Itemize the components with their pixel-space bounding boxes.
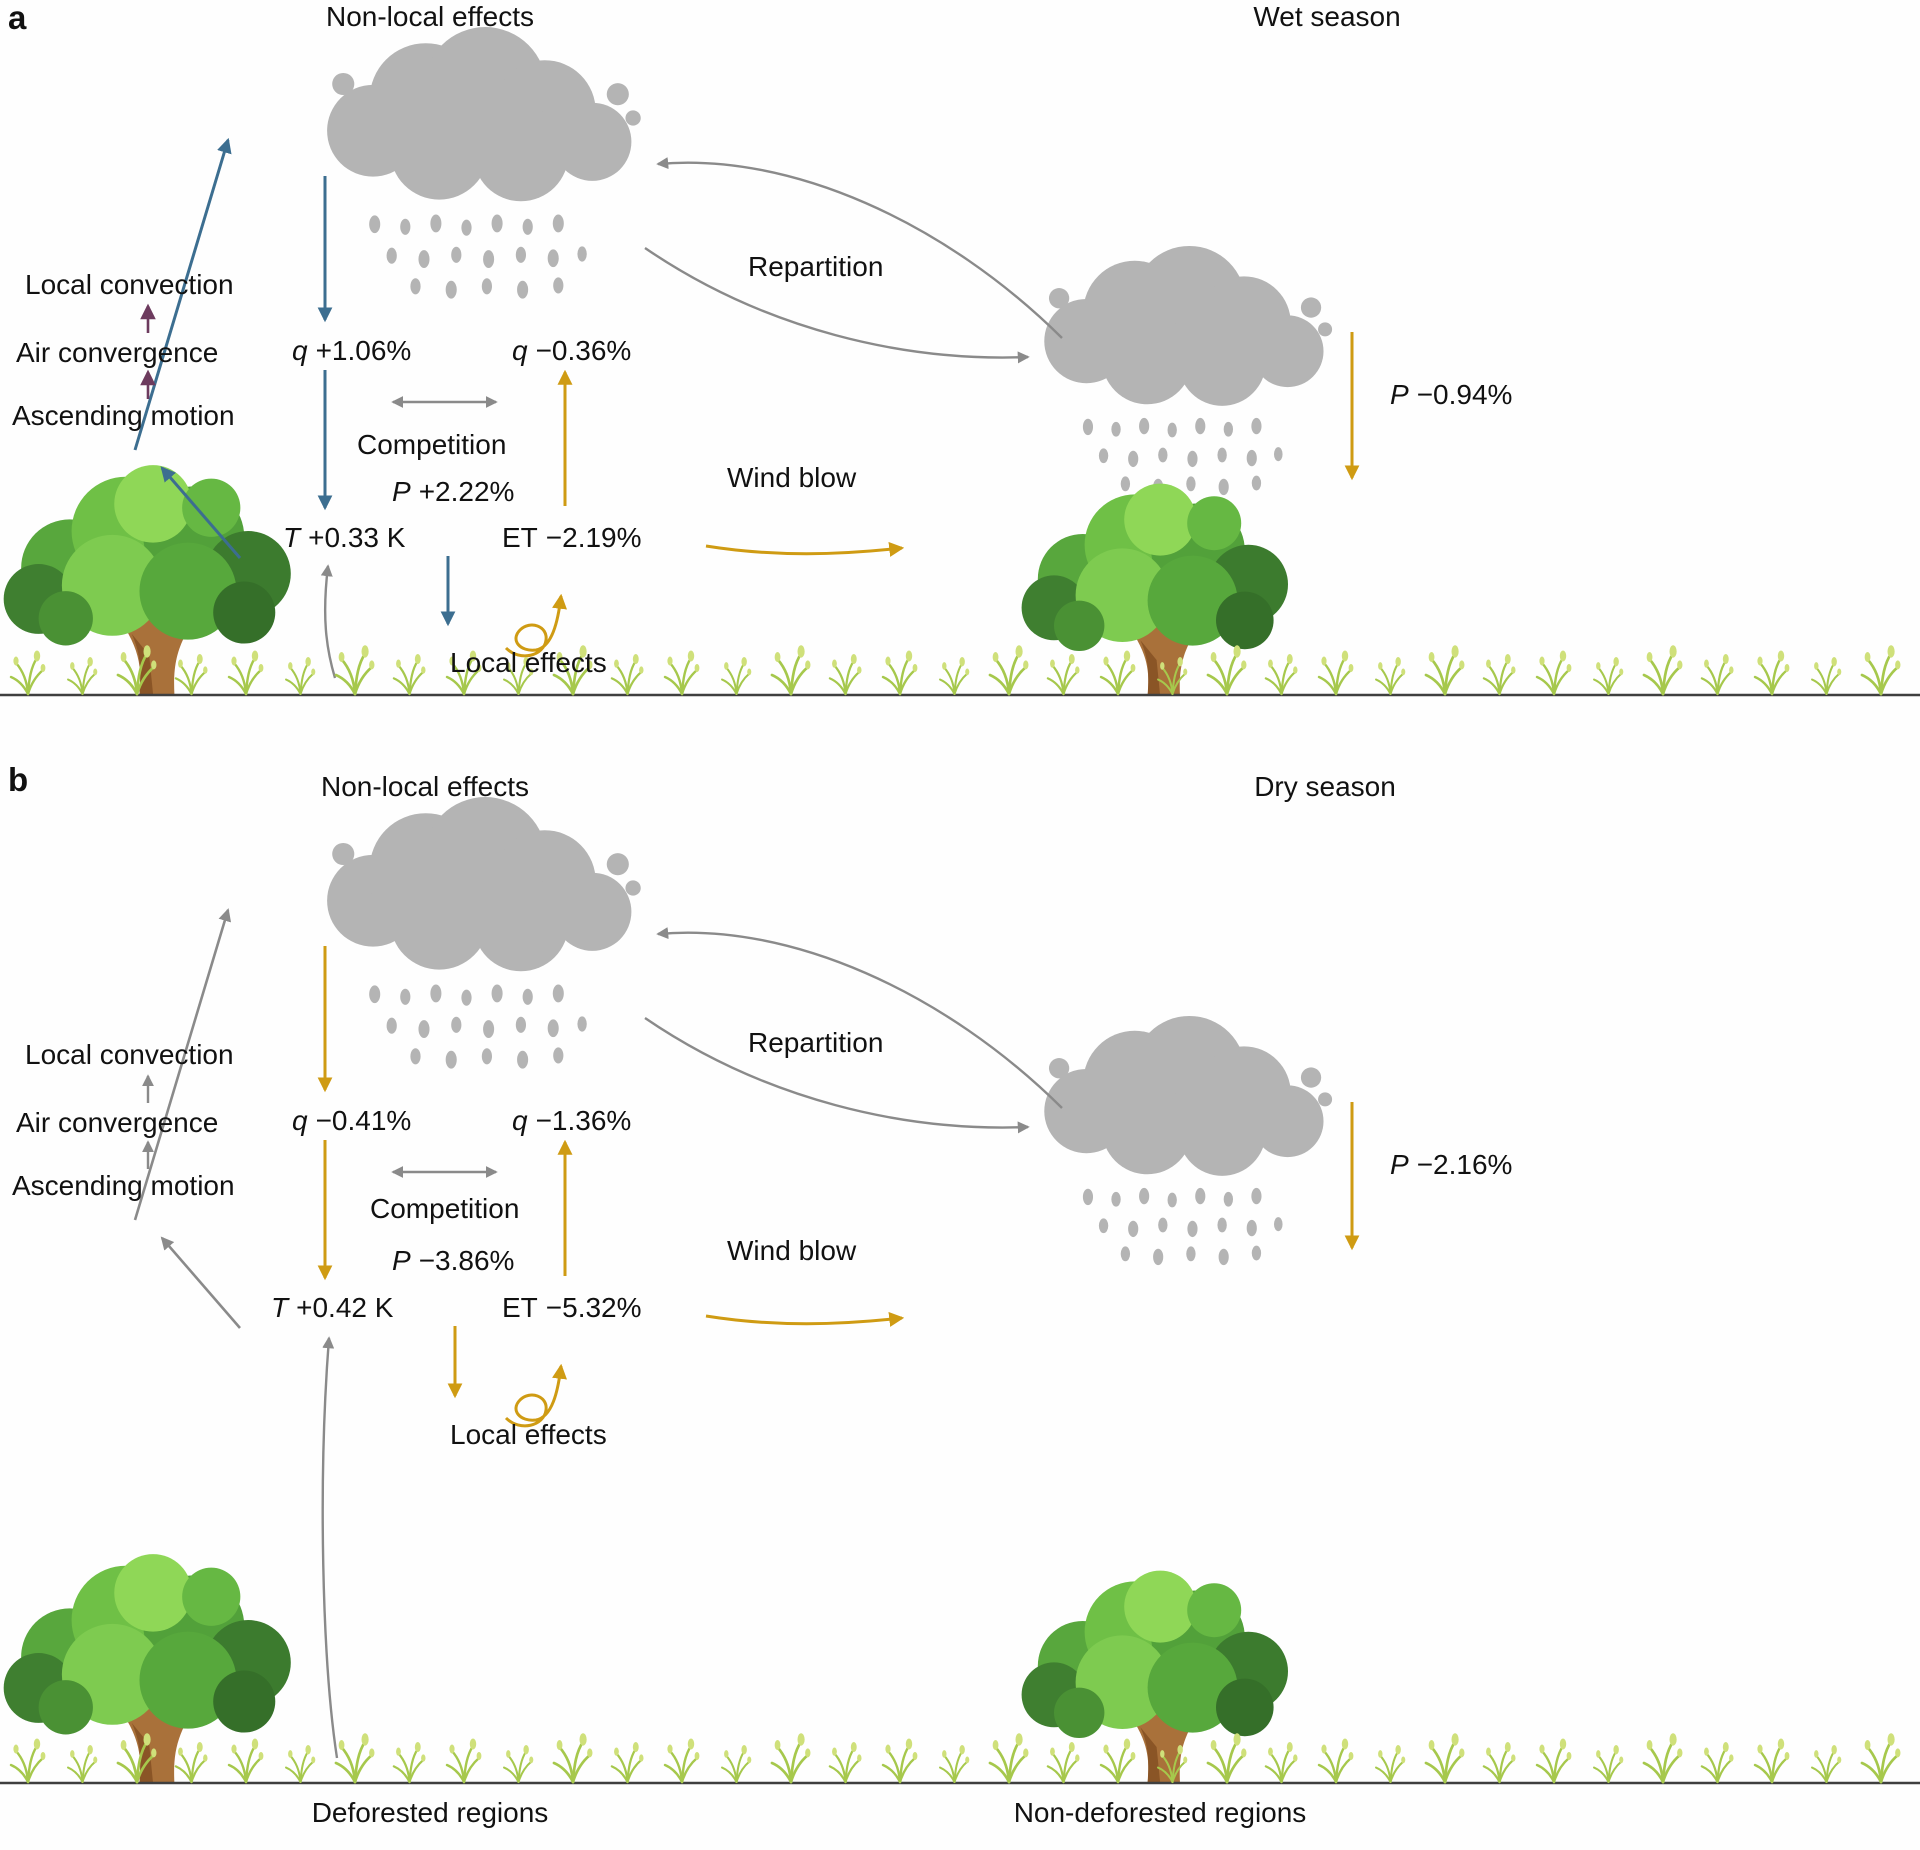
label-non-deforested-regions: Non-deforested regions bbox=[1013, 1797, 1307, 1828]
variable-symbol: T bbox=[271, 1292, 289, 1323]
nonlocal-effects-title-a: Non-local effects bbox=[325, 1, 535, 32]
label-air-convergence-b: Air convergence bbox=[16, 1107, 219, 1138]
arrow-tree-updraft-b bbox=[160, 1236, 241, 1329]
label-p-competition-a: P+2.22% bbox=[392, 476, 515, 508]
arrow-updraft-a bbox=[133, 137, 232, 451]
season-title-a: Wet season bbox=[1253, 1, 1401, 32]
variable-value: +1.06% bbox=[315, 335, 412, 366]
label-ascending-motion-b: Ascending motion bbox=[12, 1170, 235, 1201]
arrow-local-effects-curl-b bbox=[504, 1363, 567, 1428]
variable-value: −0.94% bbox=[1416, 379, 1513, 410]
label-temperature-b: T+0.42 K bbox=[271, 1292, 394, 1324]
arrows-panel-b bbox=[133, 908, 1360, 1759]
variable-value: −1.36% bbox=[535, 1105, 632, 1136]
label-repartition-a: Repartition bbox=[748, 251, 884, 282]
arrow-wind-blow-a bbox=[705, 541, 905, 557]
label-competition-a: Competition bbox=[357, 429, 507, 460]
variable-symbol: q bbox=[512, 335, 528, 366]
label-wind-blow-b: Wind blow bbox=[727, 1235, 857, 1266]
panel-letter-a: a bbox=[8, 0, 27, 36]
variable-value: −2.16% bbox=[1416, 1149, 1513, 1180]
label-ascending-motion-a: Ascending motion bbox=[12, 400, 235, 431]
variable-value: +2.22% bbox=[418, 476, 515, 507]
variable-value: −3.86% bbox=[418, 1245, 515, 1276]
label-q-local-b: q−1.36% bbox=[512, 1105, 632, 1137]
label-local-effects-a: Local effects bbox=[450, 647, 607, 678]
variable-symbol: T bbox=[283, 522, 301, 553]
variable-symbol: q bbox=[292, 1105, 308, 1136]
variable-symbol: P bbox=[1390, 1149, 1409, 1180]
grass-row-a bbox=[9, 643, 1902, 696]
label-local-convection-a: Local convection bbox=[25, 269, 234, 300]
arrow-repartition-return-b bbox=[656, 927, 1063, 1109]
variable-value: −0.41% bbox=[315, 1105, 412, 1136]
label-local-convection-b: Local convection bbox=[25, 1039, 234, 1070]
label-p-remote-a: P−0.94% bbox=[1390, 379, 1513, 411]
arrow-repartition-out-a bbox=[644, 247, 1030, 364]
variable-value: −0.36% bbox=[535, 335, 632, 366]
grass-row-b bbox=[9, 1731, 1902, 1784]
cloud-remote-b bbox=[1044, 1015, 1333, 1266]
variable-symbol: ET bbox=[502, 522, 538, 553]
arrow-ground-to-t-a bbox=[320, 564, 337, 679]
label-evapotranspiration-b: ET−5.32% bbox=[502, 1292, 642, 1324]
tree-nondeforested-a bbox=[1021, 483, 1288, 696]
label-repartition-b: Repartition bbox=[748, 1027, 884, 1058]
variable-symbol: P bbox=[1390, 379, 1409, 410]
variable-value: −5.32% bbox=[545, 1292, 642, 1323]
arrow-tree-updraft-a bbox=[160, 466, 242, 559]
label-q-nonlocal-a: q+1.06% bbox=[292, 335, 412, 367]
label-q-local-a: q−0.36% bbox=[512, 335, 632, 367]
label-competition-b: Competition bbox=[370, 1193, 520, 1224]
arrows-panel-a bbox=[133, 137, 1360, 679]
arrow-repartition-return-a bbox=[656, 157, 1063, 339]
label-air-convergence-a: Air convergence bbox=[16, 337, 219, 368]
variable-value: +0.42 K bbox=[296, 1292, 394, 1323]
arrow-updraft-b bbox=[133, 908, 232, 1221]
variable-symbol: P bbox=[392, 1245, 411, 1276]
tree-nondeforested-b bbox=[1021, 1570, 1288, 1783]
season-title-b: Dry season bbox=[1254, 771, 1396, 802]
arrow-repartition-out-b bbox=[644, 1017, 1030, 1134]
label-q-nonlocal-b: q−0.41% bbox=[292, 1105, 412, 1137]
variable-symbol: q bbox=[512, 1105, 528, 1136]
arrow-ground-to-t-b bbox=[321, 1336, 339, 1759]
variable-symbol: ET bbox=[502, 1292, 538, 1323]
nonlocal-effects-title-b: Non-local effects bbox=[320, 771, 530, 802]
variable-symbol: P bbox=[392, 476, 411, 507]
label-wind-blow-a: Wind blow bbox=[727, 462, 857, 493]
arrow-local-effects-curl-a bbox=[504, 593, 567, 658]
tree-deforested-b bbox=[3, 1554, 291, 1783]
variable-value: +0.33 K bbox=[308, 522, 406, 553]
panel-letter-b: b bbox=[8, 761, 29, 798]
variable-value: −2.19% bbox=[545, 522, 642, 553]
cloud-nonlocal-a bbox=[327, 27, 641, 299]
label-p-remote-b: P−2.16% bbox=[1390, 1149, 1513, 1181]
tree-deforested-a bbox=[3, 465, 291, 694]
label-deforested-regions: Deforested regions bbox=[311, 1797, 549, 1828]
label-local-effects-b: Local effects bbox=[450, 1419, 607, 1450]
label-temperature-a: T+0.33 K bbox=[283, 522, 406, 554]
cloud-nonlocal-b bbox=[327, 797, 641, 1069]
label-p-competition-b: P−3.86% bbox=[392, 1245, 515, 1277]
label-evapotranspiration-a: ET−2.19% bbox=[502, 522, 642, 554]
arrow-wind-blow-b bbox=[705, 1311, 905, 1327]
variable-symbol: q bbox=[292, 335, 308, 366]
cloud-remote-a bbox=[1044, 245, 1333, 496]
